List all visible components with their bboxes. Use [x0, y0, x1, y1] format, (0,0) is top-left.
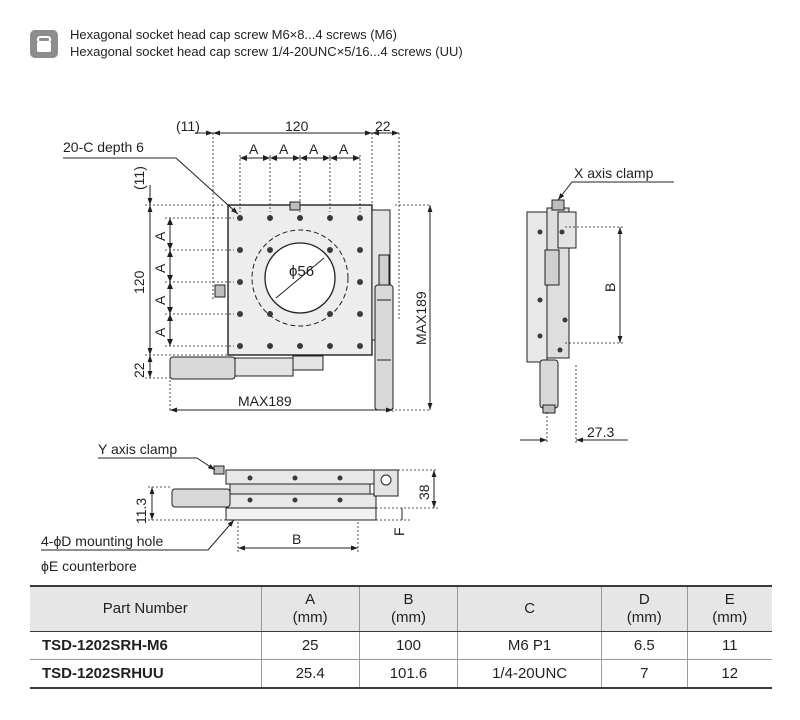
dim-22-side: 22: [131, 362, 147, 378]
counterbore-label: ϕE counterbore: [41, 558, 137, 574]
mounting-hole-label: 4-ϕD mounting hole: [41, 533, 163, 549]
bore-label: ϕ56: [289, 263, 314, 280]
cell-c: 1/4-20UNC: [457, 659, 602, 689]
screw-note: Hexagonal socket head cap screw M6×8...4…: [70, 26, 463, 60]
tapped-holes: [237, 215, 363, 349]
side-dim-b: B: [602, 283, 618, 292]
cell-d: 6.5: [601, 631, 688, 660]
side-view: B 27.3 X axis clamp: [520, 165, 674, 443]
pitch-a-4: A: [339, 141, 349, 157]
cell-e: 11: [686, 631, 772, 660]
dim-38: 38: [416, 484, 432, 500]
x-micrometer: [374, 284, 394, 411]
side-dim-27-3: 27.3: [587, 424, 614, 440]
cell-a: 25.4: [260, 659, 360, 689]
cell-b: 100: [358, 631, 458, 660]
dim-11-3: 11.3: [133, 498, 149, 524]
front-dim-b: B: [292, 531, 301, 547]
screw-note-uu: Hexagonal socket head cap screw 1/4-20UN…: [70, 44, 463, 59]
front-view: 11.3 38 F B Y axis clamp 4-ϕD mounting h…: [41, 441, 438, 574]
tap-note: 20-C depth 6: [63, 139, 144, 155]
max-height: MAX189: [413, 291, 429, 345]
cell-a: 25: [260, 631, 360, 660]
y-clamp-label: Y axis clamp: [98, 441, 177, 457]
dim-120-side: 120: [131, 270, 147, 294]
cell-c: M6 P1: [457, 631, 602, 660]
max-width: MAX189: [238, 393, 292, 409]
x-clamp-label: X axis clamp: [574, 165, 654, 181]
dim-120-top: 120: [285, 118, 309, 134]
dim-22-top: 22: [375, 118, 391, 134]
cell-part: TSD-1202SRHUU: [30, 659, 262, 689]
dim-f: F: [391, 527, 407, 536]
spec-table: Part Number A(mm) B(mm) C D(mm) E(mm) TS…: [30, 585, 772, 689]
header-b: B(mm): [358, 585, 458, 632]
pitch-a-2: A: [279, 141, 289, 157]
cell-b: 101.6: [358, 659, 458, 689]
screw-icon: [30, 30, 58, 58]
table-row: TSD-1202SRHUU 25.4 101.6 1/4-20UNC 7 12: [30, 659, 772, 689]
header-e: E(mm): [686, 585, 772, 632]
pitch-a-3: A: [309, 141, 319, 157]
pitch-a-v4: A: [152, 327, 168, 337]
pitch-a-v1: A: [152, 231, 168, 241]
table-row: TSD-1202SRH-M6 25 100 M6 P1 6.5 11: [30, 631, 772, 660]
cell-e: 12: [686, 659, 772, 689]
screw-note-m6: Hexagonal socket head cap screw M6×8...4…: [70, 27, 397, 42]
dim-11-side: (11): [131, 166, 147, 190]
header-part-number: Part Number: [30, 585, 262, 632]
header-c: C: [457, 585, 602, 632]
pitch-a-v2: A: [152, 263, 168, 273]
cell-d: 7: [601, 659, 688, 689]
pitch-a-1: A: [249, 141, 259, 157]
pitch-a-v3: A: [152, 295, 168, 305]
table-header-row: Part Number A(mm) B(mm) C D(mm) E(mm): [30, 585, 772, 632]
dim-11-top: (11): [176, 118, 200, 134]
top-view: ϕ56: [63, 118, 433, 413]
header-a: A(mm): [260, 585, 360, 632]
cell-part: TSD-1202SRH-M6: [30, 631, 262, 660]
technical-drawing: ϕ56: [41, 118, 674, 574]
y-micrometer: [169, 356, 236, 380]
header-d: D(mm): [601, 585, 688, 632]
